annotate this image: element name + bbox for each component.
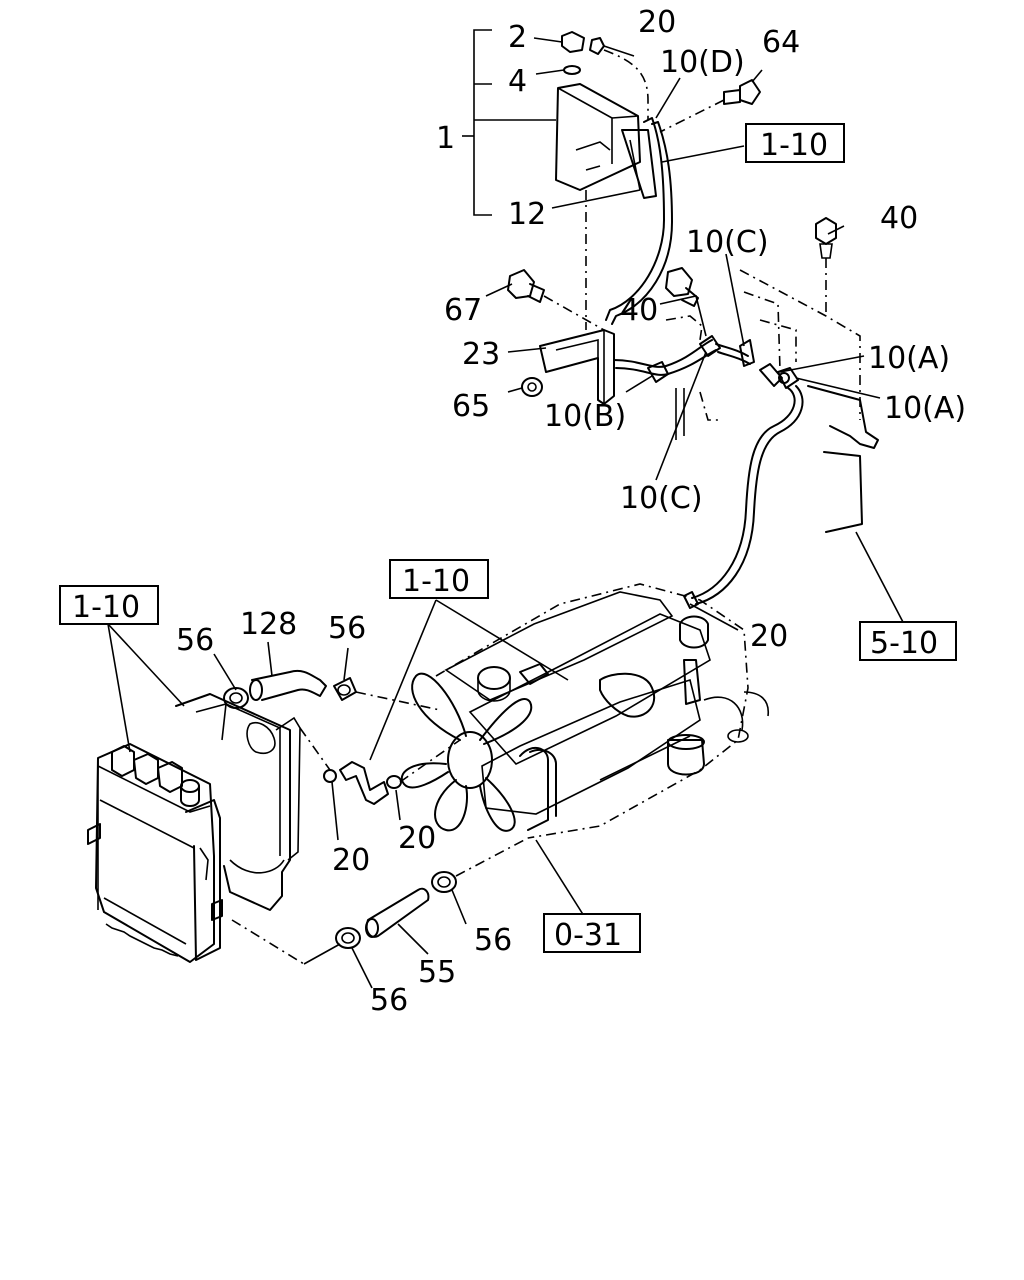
callout-40-mid: 40 (620, 293, 658, 328)
upper-hose (223, 670, 441, 711)
callout-10a-lower: 10(A) (884, 391, 966, 426)
callout-64: 64 (762, 25, 800, 60)
callout-10c-top: 10(C) (686, 225, 769, 260)
callout-20-right: 20 (750, 619, 788, 654)
callout-56-mid: 56 (328, 611, 366, 646)
callout-10d: 10(D) (660, 45, 745, 80)
callout-10a-upper: 10(A) (868, 341, 950, 376)
ref-label-5-10: 5-10 (870, 626, 938, 661)
ref-box-1-10-left[interactable]: 1-10 (59, 585, 159, 625)
ref-label-1-10-mid: 1-10 (402, 564, 470, 599)
callout-56-left: 56 (176, 623, 214, 658)
callout-20-low-b: 20 (398, 821, 436, 856)
engine-block (435, 583, 769, 839)
callout-67: 67 (444, 293, 482, 328)
callout-40-upper-right: 40 (880, 201, 918, 236)
callout-23: 23 (462, 337, 500, 372)
bypass-hose (299, 727, 461, 805)
ref-box-1-10-top[interactable]: 1-10 (745, 123, 845, 163)
callout-20-low-a: 20 (332, 843, 370, 878)
callout-2: 2 (508, 20, 527, 55)
ref-box-0-31[interactable]: 0-31 (543, 913, 641, 953)
callout-56-bottom: 56 (370, 983, 408, 1018)
callout-10c-bottom: 10(C) (620, 481, 703, 516)
callout-10b: 10(B) (544, 399, 626, 434)
callout-4: 4 (508, 64, 527, 99)
tank-assembly (462, 29, 879, 605)
reference-boxes: 1-10 1-10 1-10 5-10 0-31 (59, 123, 957, 953)
callout-20-top: 20 (638, 5, 676, 40)
ref-box-1-10-mid[interactable]: 1-10 (389, 559, 489, 599)
callout-12: 12 (508, 197, 546, 232)
cooling-fan (400, 672, 533, 832)
callout-56-clamp-right: 56 (474, 923, 512, 958)
callout-1: 1 (436, 121, 455, 156)
callout-128: 128 (240, 607, 297, 642)
callout-65: 65 (452, 389, 490, 424)
callout-labels: 2 20 4 10(D) 64 1 12 10(C) 40 67 40 10(A… (176, 5, 966, 1018)
hose-clamp-20-engine (683, 591, 699, 609)
lower-hose (335, 837, 529, 949)
leader-lines (107, 37, 905, 989)
ref-box-5-10[interactable]: 5-10 (859, 621, 957, 661)
radiator (87, 743, 341, 965)
ref-label-1-10-left: 1-10 (72, 590, 140, 625)
callout-55: 55 (418, 955, 456, 990)
ref-label-0-31: 0-31 (554, 918, 622, 953)
ref-label-1-10-top: 1-10 (760, 128, 828, 163)
